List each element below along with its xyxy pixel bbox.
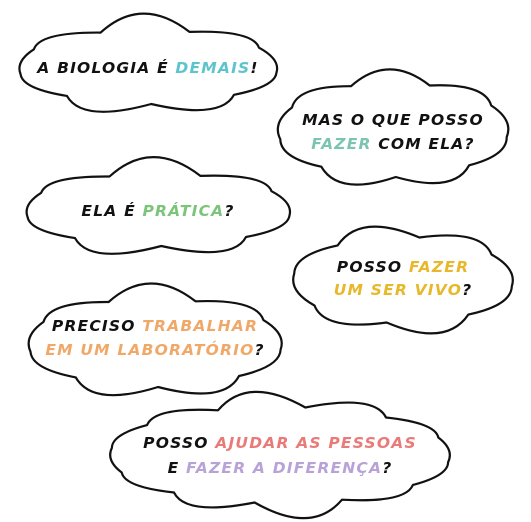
- highlight-segment: EM UM LABORATÓRIO: [45, 340, 254, 359]
- thought-bubble: MAS O QUE POSSO FAZER COM ELA?: [276, 68, 510, 186]
- highlight-segment: FAZER: [311, 135, 371, 153]
- bubble-text-line: ELA É PRÁTICA?: [81, 201, 234, 220]
- text-segment: POSSO: [337, 258, 409, 276]
- thought-bubble: A BIOLOGIA É DEMAIS!: [18, 12, 279, 113]
- bubble-text-line: POSSO FAZER: [337, 258, 469, 276]
- text-segment: !: [250, 59, 258, 77]
- bubble-text-line: MAS O QUE POSSO: [302, 111, 484, 129]
- text-segment: PRECISO: [52, 317, 142, 335]
- text-segment: ?: [382, 459, 392, 477]
- highlight-segment: UM SER VIVO: [334, 281, 462, 299]
- bubble-text-line: FAZER COM ELA?: [311, 135, 474, 153]
- bubble-text-line: E FAZER A DIFERENÇA?: [168, 459, 393, 477]
- text-segment: E: [168, 459, 186, 477]
- bubbles-layer: A BIOLOGIA É DEMAIS! MAS O QUE POSSO FAZER…: [18, 12, 514, 520]
- thought-bubble: ELA É PRÁTICA?: [25, 156, 292, 255]
- cloud-outline: [27, 282, 283, 397]
- highlight-segment: AJUDAR AS PESSOAS: [214, 434, 417, 452]
- text-segment: COM ELA?: [372, 135, 475, 153]
- text-segment: ?: [462, 281, 472, 299]
- text-segment: A BIOLOGIA É: [36, 58, 175, 77]
- text-segment: ?: [224, 202, 234, 220]
- text-segment: MAS O QUE POSSO: [302, 111, 484, 129]
- text-segment: ?: [254, 341, 264, 359]
- highlight-segment: FAZER: [409, 258, 469, 276]
- thought-bubble: PRECISO TRABALHAR EM UM LABORATÓRIO?: [27, 282, 283, 397]
- bubble-text-line: PRECISO TRABALHAR: [52, 317, 258, 335]
- bubble-text-line: UM SER VIVO?: [334, 281, 473, 299]
- highlight-segment: TRABALHAR: [142, 317, 258, 335]
- highlight-segment: DEMAIS: [175, 59, 250, 77]
- cloud-outline: [109, 390, 451, 520]
- text-segment: ELA É: [81, 201, 142, 220]
- bubble-text-line: POSSO AJUDAR AS PESSOAS: [143, 434, 417, 452]
- bubble-text-line: A BIOLOGIA É DEMAIS!: [36, 58, 258, 77]
- cloud-outline: [292, 225, 514, 335]
- bubble-text-line: EM UM LABORATÓRIO?: [45, 340, 264, 359]
- thought-bubble: POSSO FAZER UM SER VIVO?: [292, 225, 514, 335]
- highlight-segment: FAZER A DIFERENÇA: [186, 459, 382, 477]
- text-segment: POSSO: [143, 434, 215, 452]
- thought-bubble: POSSO AJUDAR AS PESSOAS E FAZER A DIFEREN…: [109, 390, 451, 520]
- cloud-outline: [25, 156, 292, 255]
- cloud-outline: [276, 68, 510, 186]
- cloud-outline: [18, 12, 279, 113]
- highlight-segment: PRÁTICA: [142, 201, 224, 220]
